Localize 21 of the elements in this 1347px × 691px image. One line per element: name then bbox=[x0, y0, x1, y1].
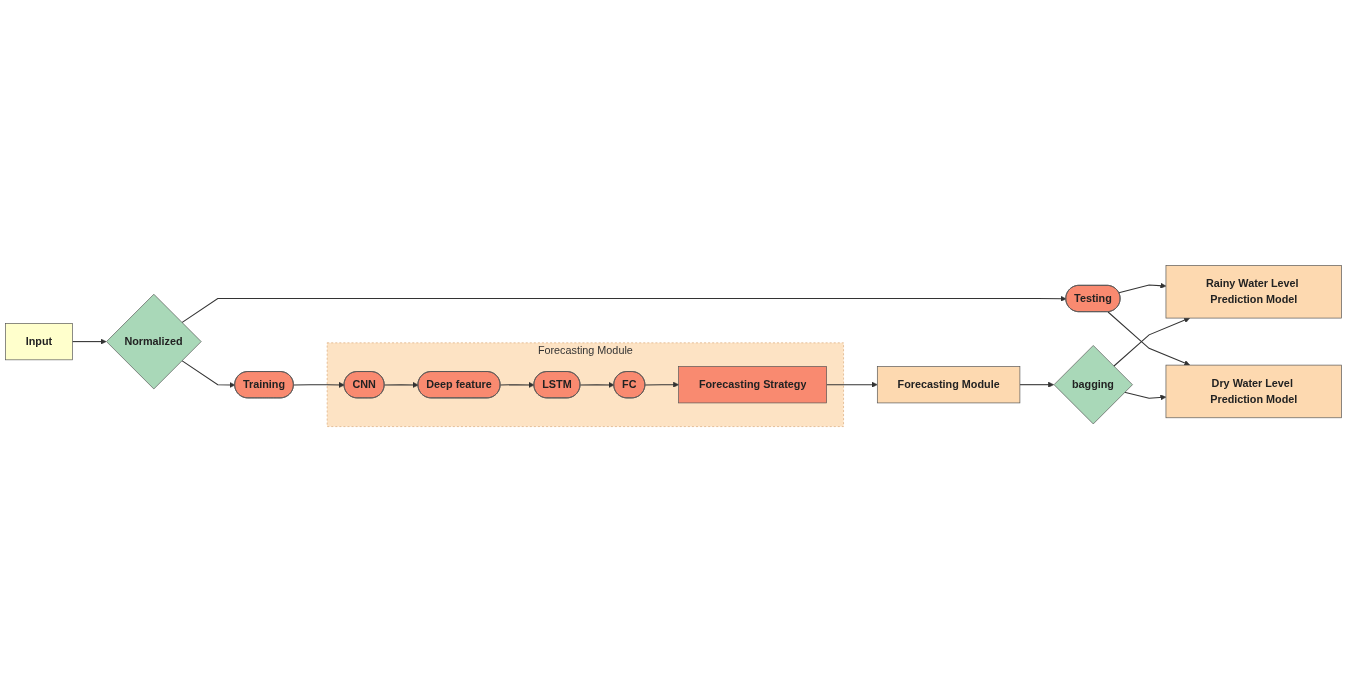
node-box: Forecasting Strategy bbox=[678, 365, 827, 403]
arrow bbox=[579, 381, 615, 388]
node-box: Rainy Water Level Prediction Model bbox=[1165, 264, 1342, 318]
arrow bbox=[1107, 310, 1191, 366]
node-diamond: Normalized bbox=[106, 293, 202, 389]
arrow bbox=[826, 381, 878, 388]
arrow bbox=[293, 381, 345, 388]
node-box: Dry Water Level Prediction Model bbox=[1165, 364, 1342, 418]
arrow bbox=[1113, 316, 1191, 367]
arrow bbox=[644, 381, 679, 388]
arrow bbox=[1019, 381, 1054, 388]
node-box: Input bbox=[5, 322, 73, 360]
arrow bbox=[499, 381, 535, 388]
arrow bbox=[181, 359, 236, 388]
node-box: Forecasting Module bbox=[876, 365, 1021, 403]
arrow bbox=[181, 295, 1067, 323]
arrow bbox=[1124, 391, 1167, 400]
arrow bbox=[383, 381, 419, 388]
arrow bbox=[1118, 282, 1167, 293]
arrow bbox=[71, 338, 107, 345]
node-diamond: bagging bbox=[1053, 344, 1133, 424]
